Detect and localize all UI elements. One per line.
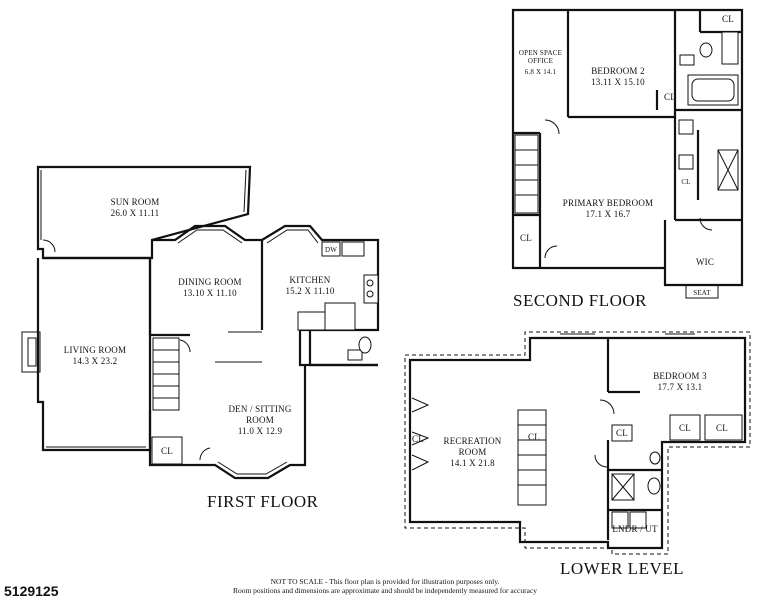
den-name-2: ROOM [246, 415, 274, 425]
kitchen-name: KITCHEN [289, 275, 331, 285]
dining-room-label: DINING ROOM 13.10 X 11.10 [165, 277, 255, 299]
second-floor-closet-4-label: CL [520, 233, 532, 243]
office-dims: 6.8 X 14.1 [524, 68, 557, 76]
office-name-1: OPEN SPACE [518, 49, 563, 57]
office-label: OPEN SPACE OFFICE 6.8 X 14.1 [513, 49, 568, 76]
bedroom3-label: BEDROOM 3 17.7 X 13.1 [640, 371, 720, 393]
lower-closet-4-label: CL [679, 423, 691, 433]
disclaimer: NOT TO SCALE - This floor plan is provid… [200, 577, 570, 595]
den-dims: 11.0 X 12.9 [237, 426, 283, 436]
primary-bedroom-label: PRIMARY BEDROOM 17.1 X 16.7 [558, 198, 658, 220]
primary-bedroom-dims: 17.1 X 16.7 [585, 209, 631, 219]
sun-room-name: SUN ROOM [110, 197, 160, 207]
dining-room-dims: 13.10 X 11.10 [183, 288, 237, 298]
second-floor-closet-2-label: CL [664, 92, 676, 102]
dining-room-name: DINING ROOM [178, 277, 242, 287]
primary-bedroom-name: PRIMARY BEDROOM [562, 198, 654, 208]
living-room-name: LIVING ROOM [63, 345, 127, 355]
listing-id: 5129125 [4, 583, 59, 599]
second-floor-closet-1-label: CL [722, 14, 734, 24]
den-label: DEN / SITTING ROOM 11.0 X 12.9 [215, 404, 305, 437]
office-name-2: OFFICE [527, 57, 554, 65]
second-floor-closet-3-label: CL [681, 178, 691, 186]
lower-closet-5-label: CL [716, 423, 728, 433]
first-floor-title: FIRST FLOOR [207, 492, 319, 511]
lower-closet-3-label: CL [616, 428, 628, 438]
first-floor-plan [21, 165, 380, 480]
disclaimer-line-1: NOT TO SCALE - This floor plan is provid… [270, 577, 500, 586]
bedroom3-dims: 17.7 X 13.1 [657, 382, 703, 392]
dishwasher-label: DW [324, 246, 338, 254]
first-floor-closet-label: CL [161, 446, 173, 456]
sun-room-dims: 26.0 X 11.11 [110, 208, 160, 218]
living-room-label: LIVING ROOM 14.3 X 23.2 [55, 345, 135, 367]
recreation-room-label: RECREATION ROOM 14.1 X 21.8 [435, 436, 510, 469]
recreation-room-name-2: ROOM [458, 447, 487, 457]
lower-level-title: LOWER LEVEL [560, 559, 684, 578]
seat-label: SEAT [693, 289, 711, 297]
sun-room-label: SUN ROOM 26.0 X 11.11 [95, 197, 175, 219]
bedroom2-name: BEDROOM 2 [591, 66, 645, 76]
lower-level-plan [404, 331, 751, 555]
wic-label: WIC [695, 257, 715, 267]
laundry-label: LNDR / UT [612, 524, 658, 534]
recreation-room-name-1: RECREATION [443, 436, 502, 446]
disclaimer-line-2: Room positions and dimensions are approx… [232, 586, 538, 595]
second-floor-title: SECOND FLOOR [513, 291, 647, 310]
den-name-1: DEN / SITTING [228, 404, 292, 414]
bedroom2-label: BEDROOM 2 13.11 X 15.10 [578, 66, 658, 88]
bedroom3-name: BEDROOM 3 [653, 371, 707, 381]
recreation-room-dims: 14.1 X 21.8 [450, 458, 495, 468]
kitchen-dims: 15.2 X 11.10 [285, 286, 335, 296]
lower-closet-2-label: CL [528, 432, 540, 442]
lower-closet-1-label: CL [412, 434, 424, 444]
second-floor-plan [511, 8, 744, 299]
living-room-dims: 14.3 X 23.2 [72, 356, 118, 366]
bedroom2-dims: 13.11 X 15.10 [591, 77, 645, 87]
kitchen-label: KITCHEN 15.2 X 11.10 [280, 275, 340, 297]
